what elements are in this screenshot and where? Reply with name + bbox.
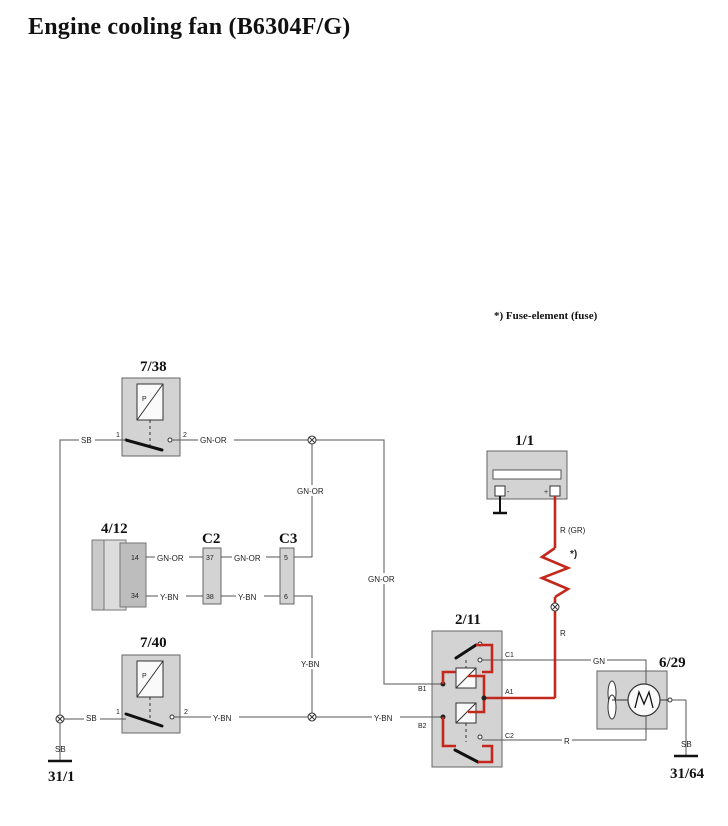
battery-plus: + [544, 489, 548, 496]
battery-minus: - [507, 489, 510, 496]
wire-r-1: R [560, 629, 566, 638]
wire-y-bn-4: Y-BN [213, 714, 232, 723]
wire-r-2: R [564, 737, 570, 746]
wire-gn-or-4: GN-OR [157, 554, 184, 563]
pin-7-38-2: 2 [183, 432, 187, 439]
cooling-fan-motor-6-29[interactable] [596, 670, 673, 730]
pressure-symbol-label: P [142, 396, 147, 403]
pin-c2-37: 37 [206, 555, 214, 562]
wire-r-gr: R (GR) [560, 526, 586, 535]
label-c2: C2 [202, 531, 220, 547]
wire-gn-or-5: GN-OR [234, 554, 261, 563]
label-c3: C3 [279, 531, 297, 547]
wire-gn-or-3: GN-OR [368, 575, 395, 584]
wire-y-bn-3: Y-BN [301, 660, 320, 669]
wire-sb-bottom: SB [86, 714, 97, 723]
wire-gn-or-1: GN-OR [200, 436, 227, 445]
label-31-64: 31/64 [670, 766, 705, 782]
fuse-marker: *) [570, 549, 577, 560]
wires-power [441, 496, 572, 764]
wire-gn: GN [593, 657, 605, 666]
pin-c3-6: 6 [284, 594, 288, 601]
pin-2-11-b2: B2 [418, 723, 427, 730]
label-7-40: 7/40 [140, 635, 167, 651]
label-31-1: 31/1 [48, 769, 75, 785]
wire-gn-or-2: GN-OR [297, 487, 324, 496]
ground-31-64 [674, 700, 698, 758]
pin-4-12-14: 14 [131, 555, 139, 562]
ground-31-1 [48, 719, 72, 763]
pin-2-11-c1: C1 [505, 652, 514, 659]
wire-sb-ground-left: SB [55, 745, 66, 754]
page-title: Engine cooling fan (B6304F/G) [28, 14, 351, 40]
pin-c2-38: 38 [206, 594, 214, 601]
pressure-switch-7-40[interactable]: P [121, 654, 181, 734]
wire-y-bn-2: Y-BN [238, 593, 257, 602]
pin-7-40-1: 1 [116, 709, 120, 716]
pin-2-11-b1: B1 [418, 686, 427, 693]
pin-7-40-2: 2 [184, 709, 188, 716]
label-7-38: 7/38 [140, 359, 167, 375]
wire-sb-top: SB [81, 436, 92, 445]
wire-labels: SB GN-OR GN-OR GN-OR GN-OR GN-OR Y-BN Y-… [79, 434, 607, 746]
label-1-1: 1/1 [515, 433, 534, 449]
pressure-switch-7-38[interactable]: P [121, 377, 181, 457]
wire-sb-ground-right: SB [681, 740, 692, 749]
wire-y-bn-1: Y-BN [160, 593, 179, 602]
battery-1-1[interactable] [486, 450, 568, 515]
pin-c3-5: 5 [284, 555, 288, 562]
pin-2-11-a1: A1 [505, 689, 514, 696]
label-4-12: 4/12 [101, 521, 128, 537]
pin-4-12-34: 34 [131, 593, 139, 600]
label-6-29: 6/29 [659, 655, 686, 671]
pin-7-38-1: 1 [116, 432, 120, 439]
connector-c2[interactable] [202, 547, 222, 605]
pin-2-11-c2: C2 [505, 733, 514, 740]
footnote: *) Fuse-element (fuse) [494, 310, 598, 322]
control-module-4-12[interactable] [91, 539, 147, 611]
label-2-11: 2/11 [455, 612, 481, 628]
wire-y-bn-5: Y-BN [374, 714, 393, 723]
pressure-symbol-label-2: P [142, 673, 147, 680]
connector-c3[interactable] [279, 547, 295, 605]
